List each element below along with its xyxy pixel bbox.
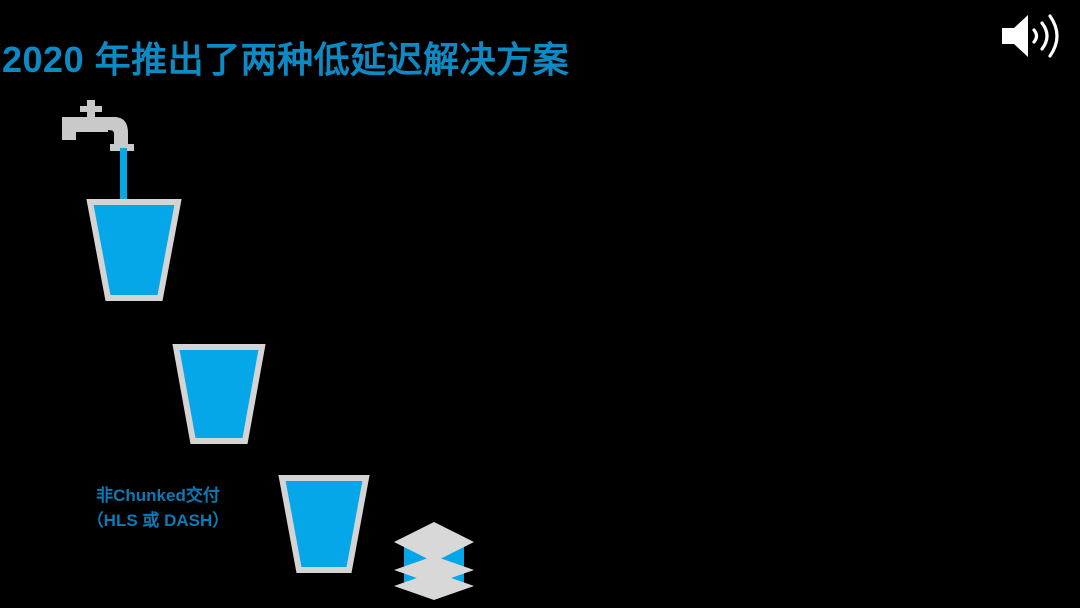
layers-stack-icon — [392, 516, 476, 602]
page-title: 2020 年推出了两种低延迟解决方案 — [2, 39, 570, 80]
caption-line-2: （HLS 或 DASH） — [86, 510, 230, 530]
speaker-volume-icon[interactable] — [998, 10, 1064, 62]
caption-non-chunked-delivery: 非Chunked交付 （HLS 或 DASH） — [58, 484, 258, 533]
cup-1 — [84, 196, 184, 304]
cup-3 — [276, 472, 372, 576]
cup-2 — [170, 341, 268, 447]
caption-line-1: 非Chunked交付 — [96, 486, 220, 505]
water-stream — [120, 148, 127, 210]
faucet-tap-icon — [62, 100, 162, 156]
